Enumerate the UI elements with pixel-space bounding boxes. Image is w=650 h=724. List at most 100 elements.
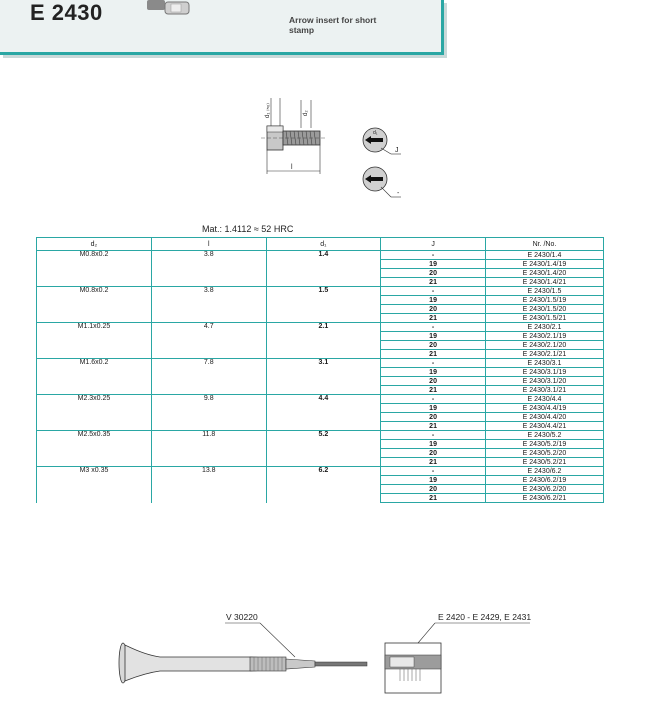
- col-nr: Nr. /No.: [484, 237, 605, 251]
- product-code: E 2430: [30, 0, 103, 25]
- col-d1: d₁: [265, 237, 382, 251]
- product-subtitle: Arrow insert for short stamp: [289, 15, 377, 35]
- cell-d1: 6.2: [265, 466, 382, 503]
- cell-d1: 4.4: [265, 394, 382, 431]
- cell-j: 20: [380, 484, 486, 494]
- cell-nr: E 2430/1.5/19: [484, 295, 605, 305]
- ref-parts-label: E 2420 - E 2429, E 2431: [438, 612, 532, 622]
- label-d2: d₂: [303, 110, 309, 116]
- cell-nr: E 2430/1.5: [484, 286, 605, 296]
- ref-tool-label: V 30220: [226, 612, 258, 622]
- cell-d2: M1.6x0.2: [36, 358, 152, 395]
- cell-d1: 2.1: [265, 322, 382, 359]
- cell-j: 21: [380, 349, 486, 359]
- cell-j: 20: [380, 304, 486, 314]
- cell-j: -: [380, 286, 486, 296]
- cell-j: 21: [380, 421, 486, 431]
- product-thumbnail-icon: [147, 0, 190, 15]
- cell-j: 20: [380, 448, 486, 458]
- cell-nr: E 2430/6.2/19: [484, 475, 605, 485]
- cell-j: -: [380, 358, 486, 368]
- cell-j: 21: [380, 313, 486, 323]
- cell-d2: M3 x0.35: [36, 466, 152, 503]
- cell-j: 19: [380, 295, 486, 305]
- cell-d1: 5.2: [265, 430, 382, 467]
- label-d1: d₁ ₍ₕ₆₎: [265, 103, 271, 118]
- cell-d2: M0.8x0.2: [36, 250, 152, 287]
- cell-l: 7.8: [150, 358, 267, 395]
- cell-j: -: [380, 430, 486, 440]
- cell-nr: E 2430/1.4/21: [484, 277, 605, 287]
- cell-nr: E 2430/4.4/20: [484, 412, 605, 422]
- cell-nr: E 2430/1.4/19: [484, 259, 605, 269]
- cell-j: 20: [380, 376, 486, 386]
- cell-nr: E 2430/5.2/20: [484, 448, 605, 458]
- cell-j: -: [380, 322, 486, 332]
- cell-nr: E 2430/1.4: [484, 250, 605, 260]
- cell-nr: E 2430/6.2/21: [484, 493, 605, 503]
- cell-d2: M2.5x0.35: [36, 430, 152, 467]
- cell-nr: E 2430/3.1: [484, 358, 605, 368]
- cell-j: -: [380, 466, 486, 476]
- cell-l: 13.8: [150, 466, 267, 503]
- cell-d2: M0.8x0.2: [36, 286, 152, 323]
- cell-nr: E 2430/4.4: [484, 394, 605, 404]
- cell-l: 11.8: [150, 430, 267, 467]
- cell-j: 20: [380, 268, 486, 278]
- cell-j: 19: [380, 331, 486, 341]
- cell-j: 21: [380, 493, 486, 503]
- cell-j: 21: [380, 277, 486, 287]
- cell-nr: E 2430/5.2/19: [484, 439, 605, 449]
- cell-l: 4.7: [150, 322, 267, 359]
- cell-nr: E 2430/2.1/20: [484, 340, 605, 350]
- cell-j: 20: [380, 412, 486, 422]
- technical-drawing: d₁ ₍ₕ₆₎ d₂ l d₁ J -: [261, 98, 401, 198]
- cell-nr: E 2430/2.1/19: [484, 331, 605, 341]
- col-l: l: [150, 237, 267, 251]
- cell-l: 3.8: [150, 250, 267, 287]
- cell-nr: E 2430/2.1/21: [484, 349, 605, 359]
- col-j: J: [380, 237, 486, 251]
- table-header-row: d₂ l d₁ J Nr. /No.: [36, 237, 605, 251]
- cell-d1: 1.4: [265, 250, 382, 287]
- cell-j: 19: [380, 439, 486, 449]
- cell-j: 20: [380, 340, 486, 350]
- cell-j: 19: [380, 259, 486, 269]
- cell-nr: E 2430/6.2: [484, 466, 605, 476]
- label-j: J: [395, 147, 399, 154]
- cell-d1: 1.5: [265, 286, 382, 323]
- cell-j: 21: [380, 385, 486, 395]
- cell-nr: E 2430/5.2: [484, 430, 605, 440]
- cell-l: 3.8: [150, 286, 267, 323]
- cell-d2: M2.3x0.25: [36, 394, 152, 431]
- cell-d2: M1.1x0.25: [36, 322, 152, 359]
- cell-nr: E 2430/4.4/19: [484, 403, 605, 413]
- svg-text:d₁: d₁: [373, 130, 378, 136]
- col-d2: d₂: [36, 237, 152, 251]
- cell-nr: E 2430/3.1/20: [484, 376, 605, 386]
- cell-nr: E 2430/1.4/20: [484, 268, 605, 278]
- cell-j: 21: [380, 457, 486, 467]
- cell-nr: E 2430/1.5/20: [484, 304, 605, 314]
- cell-nr: E 2430/5.2/21: [484, 457, 605, 467]
- cell-j: 19: [380, 475, 486, 485]
